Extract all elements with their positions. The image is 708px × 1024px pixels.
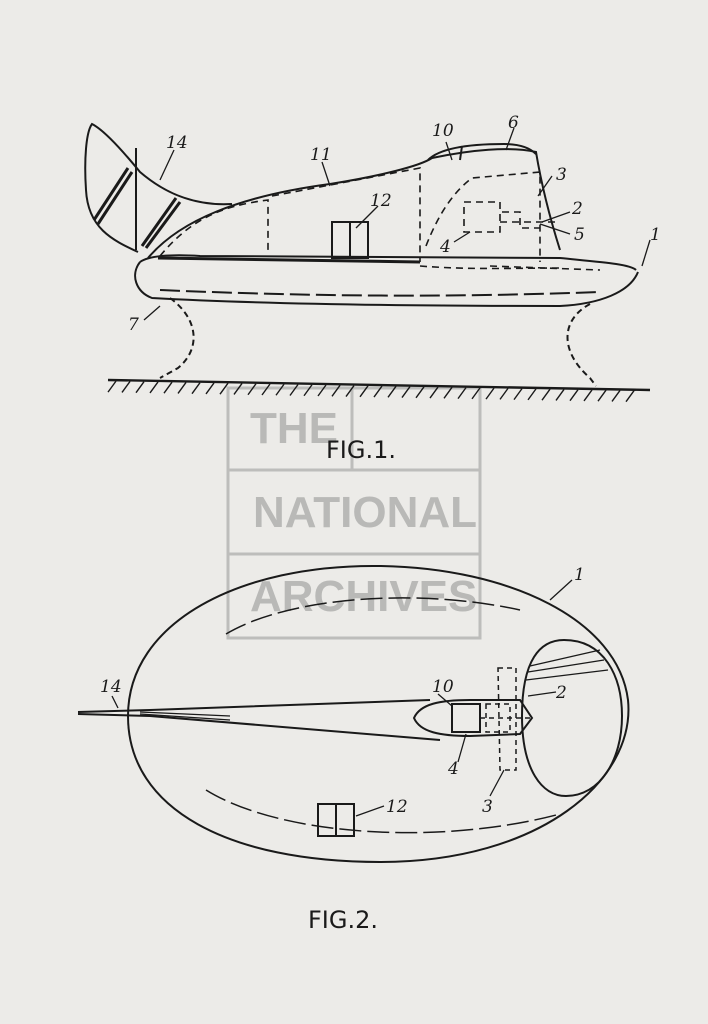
fig2-spine bbox=[77, 699, 441, 741]
fig1-ref-7: 7 bbox=[128, 315, 139, 335]
fig1-floor-line bbox=[157, 256, 421, 264]
ground-hatch-mark bbox=[233, 383, 243, 395]
ground-hatch-mark bbox=[555, 389, 565, 401]
fig2-intake-hatching bbox=[525, 649, 609, 681]
ground-hatch-mark bbox=[625, 390, 635, 403]
fig1-dashed-structure bbox=[159, 167, 601, 271]
ground-hatch-mark bbox=[345, 385, 355, 397]
ground-hatch-mark bbox=[261, 383, 271, 396]
ground-hatch-mark bbox=[331, 384, 341, 397]
ground-hatch-mark bbox=[429, 386, 439, 399]
fig2-inner-rim bbox=[225, 597, 521, 635]
fig2-canopy bbox=[412, 699, 534, 738]
fig2-ref-10: 10 bbox=[432, 677, 454, 697]
ground-hatch-mark bbox=[303, 384, 313, 397]
ground-hatch-mark bbox=[275, 383, 285, 396]
ground-hatch-mark bbox=[121, 380, 131, 393]
ground-hatch-mark bbox=[569, 389, 579, 402]
ground-hatch-mark bbox=[107, 380, 117, 393]
fig1-ref-10: 10 bbox=[432, 121, 454, 141]
ground-hatch-mark bbox=[485, 387, 495, 400]
ground-hatch-mark bbox=[359, 385, 369, 398]
fig1-side-view bbox=[84, 122, 651, 403]
fig1-ref-1: 1 bbox=[650, 225, 661, 245]
fig1-ref-4: 4 bbox=[439, 237, 451, 257]
fig2-dashed-structure bbox=[480, 667, 530, 771]
ground-hatch-mark bbox=[387, 385, 397, 398]
ground-hatch-mark bbox=[191, 382, 201, 395]
fig2-ref-labels: 1 2 10 4 3 12 14 bbox=[100, 565, 585, 817]
fig1-ground-hatching bbox=[107, 380, 635, 403]
fig2-ref-12: 12 bbox=[386, 797, 408, 817]
ground-hatch-mark bbox=[135, 381, 145, 394]
fig1-airflow-right bbox=[566, 303, 597, 387]
fig2-ref-4: 4 bbox=[447, 759, 459, 779]
fig1-ref-3: 3 bbox=[556, 165, 567, 185]
fig1-ref-2: 2 bbox=[571, 199, 583, 219]
ground-hatch-mark bbox=[611, 390, 621, 402]
fig2-caption: FIG.2. bbox=[308, 906, 379, 934]
ground-hatch-mark bbox=[457, 387, 467, 400]
fig2-ref-1: 1 bbox=[574, 565, 585, 585]
fig2-plan-view bbox=[77, 564, 630, 864]
ground-hatch-mark bbox=[527, 388, 537, 401]
fig1-hull-top bbox=[139, 254, 637, 271]
fig1-ref-labels: 14 11 12 10 6 3 2 5 4 1 7 bbox=[128, 113, 661, 335]
fig2-ref-14: 14 bbox=[100, 677, 122, 697]
ground-hatch-mark bbox=[597, 389, 607, 402]
watermark-line-national: NATIONAL bbox=[253, 488, 478, 537]
watermark-line-the: THE bbox=[250, 404, 338, 453]
ground-hatch-mark bbox=[513, 388, 523, 401]
ground-hatch-mark bbox=[289, 384, 299, 396]
fig1-hull-inner bbox=[159, 289, 601, 297]
fig2-intake bbox=[520, 638, 624, 798]
fig1-canopy-frame bbox=[459, 145, 463, 161]
fig1-ground-line bbox=[107, 378, 651, 392]
fig1-canopy bbox=[427, 142, 537, 161]
ground-hatch-mark bbox=[415, 386, 425, 399]
fig1-ref-12: 12 bbox=[370, 191, 392, 211]
ground-hatch-mark bbox=[583, 389, 593, 402]
ground-hatch-mark bbox=[443, 386, 453, 399]
ground-hatch-mark bbox=[177, 382, 187, 394]
fig2-inner-rim-bottom bbox=[205, 789, 561, 834]
fig1-fin-hatching bbox=[92, 167, 182, 249]
fig1-ref-14: 14 bbox=[166, 133, 188, 153]
fig1-ref-5: 5 bbox=[574, 225, 585, 245]
ground-hatch-mark bbox=[205, 382, 215, 395]
ground-hatch-mark bbox=[317, 384, 327, 397]
fig1-ref-11: 11 bbox=[310, 145, 332, 165]
fig2-ref-2: 2 bbox=[555, 683, 567, 703]
fig2-ref-3: 3 bbox=[482, 797, 493, 817]
fig1-ref-6: 6 bbox=[508, 113, 519, 133]
ground-hatch-mark bbox=[401, 386, 411, 398]
fig1-leaders bbox=[143, 127, 651, 321]
fig2-outer-oval bbox=[126, 564, 630, 864]
fig2-box-4 bbox=[451, 703, 481, 733]
ground-hatch-mark bbox=[541, 388, 551, 401]
ground-hatch-mark bbox=[373, 385, 383, 398]
fig2-spine-inner bbox=[139, 711, 231, 721]
ground-hatch-mark bbox=[163, 381, 173, 394]
fig1-airflow-left bbox=[159, 297, 195, 379]
ground-hatch-mark bbox=[219, 382, 229, 395]
fig1-hull bbox=[134, 261, 639, 308]
ground-hatch-mark bbox=[149, 381, 159, 394]
fig2-leaders bbox=[111, 579, 573, 817]
ground-hatch-mark bbox=[499, 387, 509, 400]
ground-hatch-mark bbox=[247, 383, 257, 396]
fig1-cabin-top bbox=[147, 148, 561, 259]
ground-hatch-mark bbox=[471, 387, 481, 400]
watermark-line-archives: ARCHIVES bbox=[250, 572, 478, 621]
fig1-caption: FIG.1. bbox=[326, 436, 397, 464]
